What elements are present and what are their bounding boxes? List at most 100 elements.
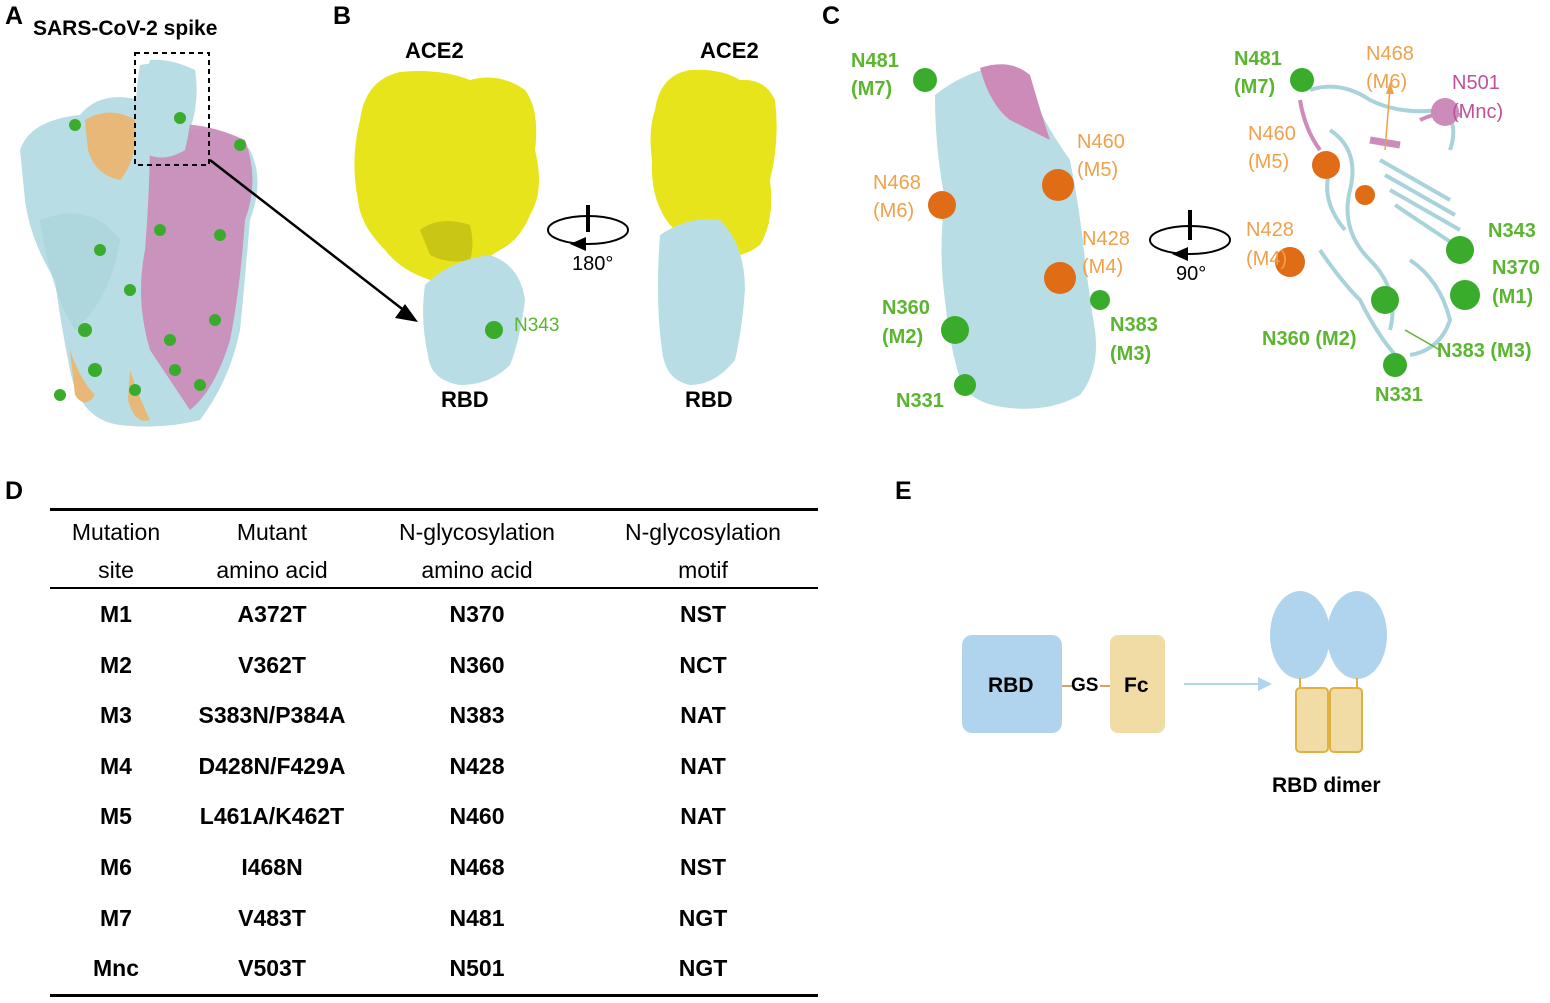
c-left-n468: N468 (873, 172, 921, 194)
zoom-arrow-line (209, 159, 411, 316)
c-right-n428: N428 (1246, 219, 1294, 241)
table-cell-glycosylation-amino-acid: N428 (449, 752, 505, 779)
table-cell-mutation-site: Mnc (93, 955, 139, 982)
table-cell-glycosylation-motif: NCT (679, 651, 727, 678)
c-left-n460: N460 (1077, 131, 1125, 153)
table-header-rule (50, 587, 818, 589)
c-left-n481: N481 (851, 50, 899, 72)
c-right-n343: N343 (1488, 220, 1536, 242)
c-right-mnc: (Mnc) (1452, 101, 1504, 123)
table-cell-mutant-amino-acid: I468N (241, 854, 303, 880)
c-left-n360: N360 (882, 297, 930, 319)
rotation-label-180: 180° (572, 253, 614, 275)
table-bottom-rule (50, 994, 818, 997)
ace2-rbd-complex-left (354, 71, 539, 385)
table-cell-glycosylation-motif: NAT (680, 702, 726, 729)
c-right-n383-m3: N383 (M3) (1437, 340, 1532, 362)
table-cell-glycosylation-motif: NAT (680, 752, 726, 779)
ace2-label-left: ACE2 (405, 38, 464, 63)
table-cell-mutation-site: M4 (100, 752, 132, 779)
c-right-n331: N331 (1375, 384, 1423, 406)
c-left-m4: (M4) (1082, 256, 1124, 278)
table-cell-mutant-amino-acid: L461A/K462T (199, 803, 345, 830)
c-right-n460: N460 (1248, 123, 1296, 145)
panel-letter-c: C (822, 2, 841, 30)
table-cell-mutation-site: M5 (100, 803, 132, 830)
rbd-dimer-diagram (1270, 591, 1387, 753)
c-left-m6: (M6) (873, 200, 915, 222)
ace2-rbd-complex-right (650, 69, 777, 385)
n383-pointer (1404, 329, 1441, 351)
site-label-n343: N343 (514, 315, 560, 336)
rbd-highlight-box (134, 52, 210, 166)
table-cell-glycosylation-amino-acid: N360 (449, 651, 505, 678)
c-right-n501: N501 (1452, 72, 1500, 94)
table-cell-glycosylation-amino-acid: N370 (449, 601, 505, 627)
spike-trimer-structure (20, 59, 258, 427)
c-left-n428: N428 (1082, 228, 1130, 250)
c-right-m5: (M5) (1248, 151, 1290, 173)
table-cell-mutant-amino-acid: S383N/P384A (198, 702, 346, 729)
table-cell-glycosylation-motif: NST (680, 854, 726, 880)
table-cell-glycosylation-amino-acid: N501 (449, 955, 505, 982)
c-right-n370: N370 (1492, 257, 1540, 279)
c-right-m4: (M4) (1246, 248, 1288, 270)
rotation-label-90: 90° (1176, 263, 1207, 285)
table-cell-glycosylation-motif: NGT (678, 955, 728, 982)
panel-letter-b: B (333, 2, 352, 30)
rbd-label-right: RBD (685, 387, 733, 412)
rbd-dimer-label: RBD dimer (1272, 774, 1381, 797)
c-right-m7: (M7) (1234, 76, 1276, 98)
construct-fc-label: Fc (1124, 674, 1149, 697)
table-cell-mutant-amino-acid: V483T (238, 904, 306, 931)
rotation-symbol-90 (1149, 210, 1231, 261)
panel-letter-a: A (5, 2, 24, 30)
c-right-n481: N481 (1234, 48, 1282, 70)
n468-pointer-head (1386, 82, 1394, 94)
c-left-m5: (M5) (1077, 159, 1119, 181)
table-cell-mutation-site: M3 (100, 702, 132, 729)
table-cell-glycosylation-amino-acid: N468 (449, 854, 505, 880)
table-cell-glycosylation-amino-acid: N481 (449, 904, 505, 931)
table-cell-mutant-amino-acid: A372T (237, 601, 307, 627)
table-cell-mutation-site: M6 (100, 854, 132, 880)
glycan-spheres-ribbon (1275, 68, 1480, 377)
panel-letter-d: D (5, 477, 24, 505)
c-left-m7: (M7) (851, 78, 893, 100)
table-cell-glycosylation-motif: NST (680, 601, 726, 627)
c-right-n468: N468 (1366, 43, 1414, 65)
table-cell-mutation-site: M2 (100, 651, 132, 678)
construct-rbd-label: RBD (988, 674, 1034, 697)
table-cell-mutant-amino-acid: V503T (238, 955, 306, 982)
construct-gs-label: GS (1071, 675, 1099, 696)
table-cell-glycosylation-amino-acid: N383 (449, 702, 505, 729)
table-cell-glycosylation-motif: NAT (680, 803, 726, 830)
c-right-m6: (M6) (1366, 71, 1408, 93)
table-cell-mutation-site: M1 (100, 601, 132, 627)
table-cell-glycosylation-motif: NGT (678, 904, 728, 931)
c-left-m3: (M3) (1110, 343, 1152, 365)
c-left-n383: N383 (1110, 314, 1158, 336)
c-left-n331: N331 (896, 390, 944, 412)
fusion-construct-diagram (962, 635, 1272, 733)
panel-letter-e: E (895, 477, 912, 505)
n468-pointer (1384, 87, 1391, 151)
c-right-m1: (M1) (1492, 286, 1534, 308)
rbd-label-left: RBD (441, 387, 489, 412)
zoom-arrow-head (395, 304, 418, 322)
ace2-label-right: ACE2 (700, 38, 759, 63)
table-cell-mutation-site: M7 (100, 904, 132, 931)
table-cell-glycosylation-amino-acid: N460 (449, 803, 505, 830)
rbd-surface-model (913, 64, 1110, 409)
c-right-n360-m2: N360 (M2) (1262, 328, 1357, 350)
table-cell-mutant-amino-acid: V362T (238, 651, 306, 678)
table-cell-mutant-amino-acid: D428N/F429A (198, 752, 346, 779)
rbd-ribbon-model (1298, 84, 1461, 362)
c-left-m2: (M2) (882, 326, 924, 348)
panel-a-title: SARS-CoV-2 spike (33, 17, 218, 40)
